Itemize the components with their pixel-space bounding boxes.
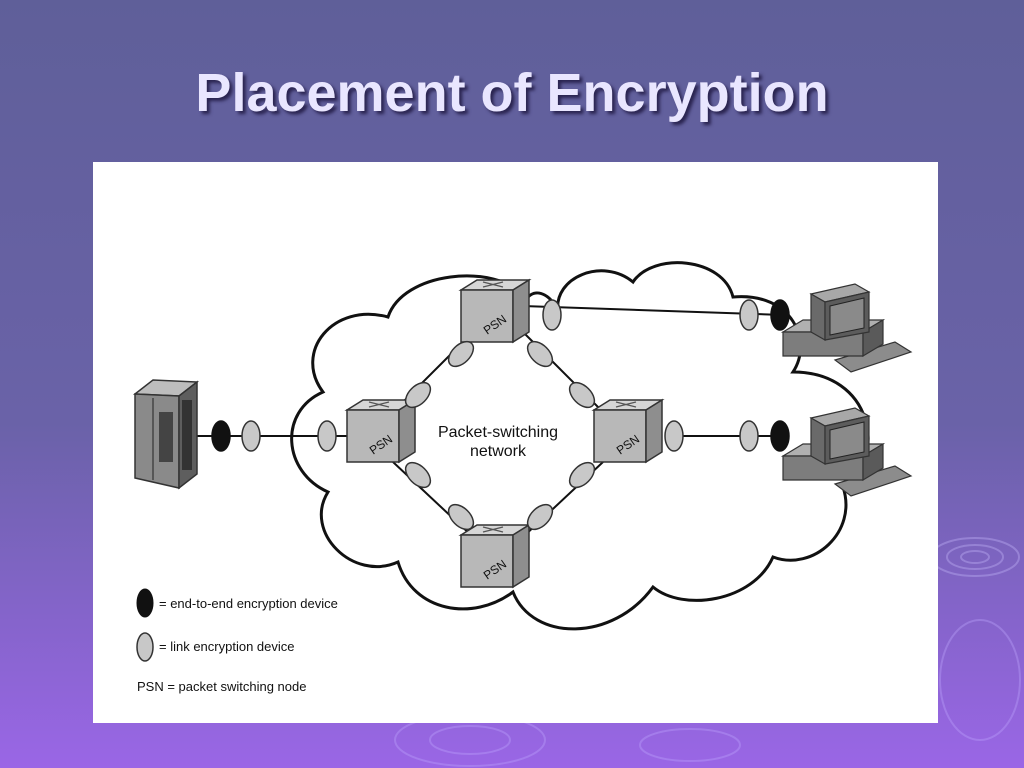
end-to-end-devices	[211, 299, 790, 452]
link-device	[526, 340, 554, 368]
legend-end-to-end-swatch	[136, 588, 154, 618]
psn-node-left: PSN	[346, 399, 416, 463]
legend-link-swatch	[136, 632, 154, 662]
link-devices	[241, 299, 759, 531]
legend-link-label: = link encryption device	[159, 639, 295, 654]
link-device	[404, 381, 432, 409]
network-cloud	[290, 261, 870, 631]
link-device	[317, 420, 337, 452]
server-icon	[132, 379, 200, 490]
legend: = end-to-end encryption device = link en…	[136, 588, 338, 694]
end-to-end-device	[211, 420, 231, 452]
link-device	[568, 461, 596, 489]
legend-psn-label: PSN = packet switching node	[137, 679, 306, 694]
link-device	[739, 420, 759, 452]
link-device	[404, 461, 432, 489]
network-label-line1: Packet-switching	[438, 424, 558, 441]
link-device	[447, 503, 475, 531]
legend-end-to-end-label: = end-to-end encryption device	[159, 596, 338, 611]
link-device	[447, 340, 475, 368]
network-label-line2: network	[470, 443, 527, 460]
link-device	[526, 503, 554, 531]
computer-icon-top	[782, 283, 912, 373]
end-to-end-device	[770, 420, 790, 452]
psn-node-right: PSN	[593, 399, 663, 463]
psn-node-top: PSN	[460, 279, 530, 343]
encryption-placement-figure: PSN PSN PSN PSN Packet-switching network	[93, 162, 938, 723]
psn-node-bottom: PSN	[460, 524, 530, 588]
link-device	[568, 381, 596, 409]
link-device	[241, 420, 261, 452]
link-device	[542, 299, 562, 331]
network-diagram: PSN PSN PSN PSN Packet-switching network	[132, 261, 912, 694]
ripple-right	[930, 537, 1020, 577]
end-to-end-device	[770, 299, 790, 331]
slide-title: Placement of Encryption	[195, 63, 829, 123]
link-device	[739, 299, 759, 331]
link-device	[664, 420, 684, 452]
